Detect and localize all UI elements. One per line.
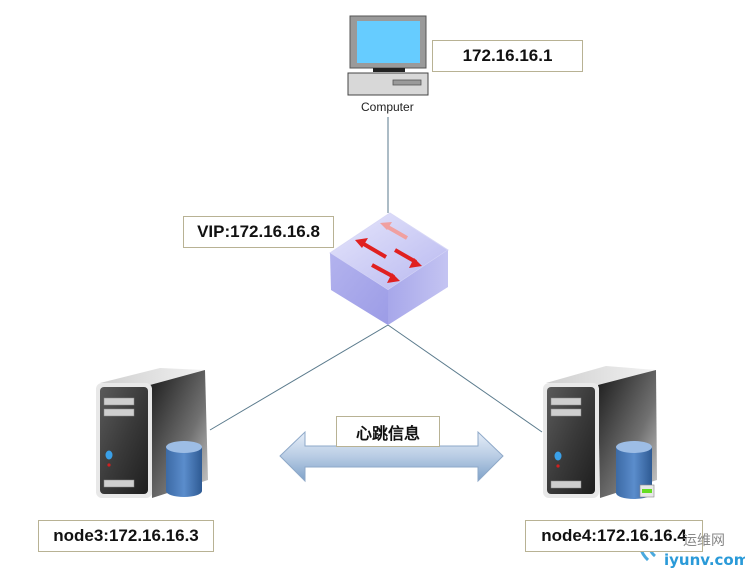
switch-icon <box>329 212 449 325</box>
server-node3-icon <box>96 368 208 498</box>
computer-ip-label: 172.16.16.1 <box>432 40 583 72</box>
computer-icon <box>347 15 429 96</box>
link-switch-node3 <box>209 324 389 431</box>
computer-caption: Computer <box>361 100 414 114</box>
link-switch-node4 <box>387 324 543 433</box>
server-node4-icon <box>543 366 657 499</box>
vip-label: VIP:172.16.16.8 <box>183 216 334 248</box>
node3-label: node3:172.16.16.3 <box>38 520 214 552</box>
node4-label: node4:172.16.16.4 <box>525 520 703 552</box>
watermark-text-url: iyunv.com <box>664 551 745 569</box>
heartbeat-arrow <box>279 430 504 483</box>
heartbeat-label: 心跳信息 <box>336 416 440 447</box>
watermark-text-cn: 运维网 <box>683 533 725 549</box>
